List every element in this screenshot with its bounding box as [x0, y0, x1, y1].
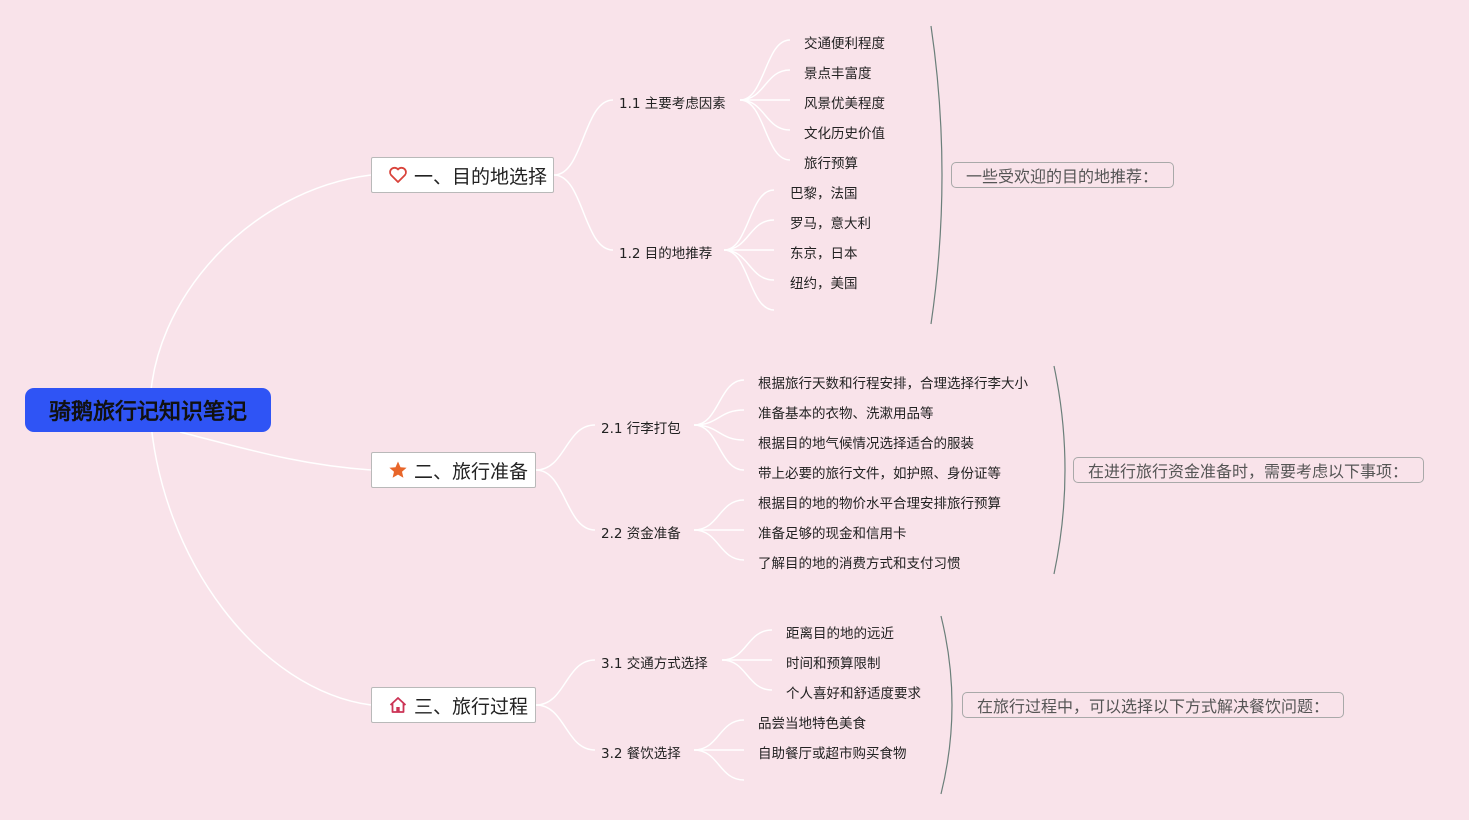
- sub-topic[interactable]: 2.1 行李打包: [601, 421, 681, 437]
- leaf-connector: [693, 409, 745, 426]
- sub-topic[interactable]: 3.2 餐饮选择: [601, 746, 681, 762]
- branch-connector: [553, 174, 614, 251]
- leaf-topic[interactable]: 巴黎，法国: [790, 186, 858, 202]
- branch-label: 一、目的地选择: [414, 165, 548, 188]
- leaf-connector: [723, 249, 775, 311]
- summary-topic[interactable]: 在进行旅行资金准备时，需要考虑以下事项：: [1073, 457, 1424, 483]
- leaf-connector: [739, 99, 791, 161]
- heart-icon: [388, 165, 408, 185]
- leaf-connector: [721, 659, 773, 691]
- leaf-topic[interactable]: 根据目的地气候情况选择适合的服装: [758, 436, 974, 452]
- leaf-topic[interactable]: 准备足够的现金和信用卡: [758, 526, 907, 542]
- leaf-topic[interactable]: 文化历史价值: [804, 126, 885, 142]
- leaf-topic[interactable]: 交通便利程度: [804, 36, 885, 52]
- leaf-connector: [723, 189, 775, 251]
- leaf-topic[interactable]: 旅行预算: [804, 156, 858, 172]
- leaf-topic[interactable]: 准备基本的衣物、洗漱用品等: [758, 406, 934, 422]
- leaf-topic[interactable]: 距离目的地的远近: [786, 626, 894, 642]
- leaf-connector: [693, 529, 745, 561]
- leaf-connector: [723, 249, 775, 281]
- leaf-topic[interactable]: 带上必要的旅行文件，如护照、身份证等: [758, 466, 1001, 482]
- summary-bracket: [1053, 365, 1066, 575]
- star-icon: [388, 460, 408, 480]
- leaf-topic[interactable]: 根据目的地的物价水平合理安排旅行预算: [758, 496, 1001, 512]
- branch-travel-process[interactable]: 三、旅行过程: [371, 687, 536, 723]
- leaf-topic[interactable]: 个人喜好和舒适度要求: [786, 686, 921, 702]
- branch-connector: [535, 424, 596, 471]
- summary-topic[interactable]: 在旅行过程中，可以选择以下方式解决餐饮问题：: [962, 692, 1344, 718]
- leaf-topic[interactable]: 东京，日本: [790, 246, 858, 262]
- leaf-connector: [693, 719, 745, 751]
- leaf-connector: [739, 39, 791, 101]
- leaf-topic[interactable]: 纽约，美国: [790, 276, 858, 292]
- root-connector: [149, 174, 372, 411]
- root-connector: [149, 411, 372, 706]
- branch-label: 二、旅行准备: [414, 460, 529, 483]
- sub-topic[interactable]: 1.2 目的地推荐: [619, 246, 713, 262]
- leaf-connector: [693, 749, 745, 781]
- leaf-topic[interactable]: 根据旅行天数和行程安排，合理选择行李大小: [758, 376, 1028, 392]
- summary-bracket: [940, 615, 953, 795]
- branch-label: 三、旅行过程: [414, 695, 529, 718]
- leaf-topic[interactable]: 自助餐厅或超市购买食物: [758, 746, 907, 762]
- leaf-topic[interactable]: 景点丰富度: [804, 66, 872, 82]
- leaf-topic[interactable]: 品尝当地特色美食: [758, 716, 866, 732]
- branch-connector: [535, 704, 596, 751]
- leaf-connector: [723, 219, 775, 251]
- leaf-connector: [739, 99, 791, 131]
- leaf-connector: [693, 499, 745, 531]
- branch-preparation[interactable]: 二、旅行准备: [371, 452, 536, 488]
- summary-bracket: [930, 25, 943, 325]
- leaf-topic[interactable]: 了解目的地的消费方式和支付习惯: [758, 556, 961, 572]
- branch-connector: [535, 469, 596, 531]
- leaf-topic[interactable]: 罗马，意大利: [790, 216, 871, 232]
- root-topic[interactable]: 骑鹅旅行记知识笔记: [25, 388, 271, 432]
- sub-topic[interactable]: 1.1 主要考虑因素: [619, 96, 726, 112]
- leaf-connector: [739, 69, 791, 101]
- leaf-topic[interactable]: 风景优美程度: [804, 96, 885, 112]
- branch-connector: [553, 99, 614, 176]
- leaf-connector: [693, 424, 745, 471]
- branch-destination[interactable]: 一、目的地选择: [371, 157, 554, 193]
- summary-topic[interactable]: 一些受欢迎的目的地推荐：: [951, 162, 1174, 188]
- leaf-topic[interactable]: 时间和预算限制: [786, 656, 881, 672]
- root-connector: [179, 431, 372, 471]
- sub-topic[interactable]: 2.2 资金准备: [601, 526, 681, 542]
- branch-connector: [535, 659, 596, 706]
- house-icon: [388, 695, 408, 715]
- leaf-connector: [693, 379, 745, 426]
- sub-topic[interactable]: 3.1 交通方式选择: [601, 656, 708, 672]
- leaf-connector: [721, 629, 773, 661]
